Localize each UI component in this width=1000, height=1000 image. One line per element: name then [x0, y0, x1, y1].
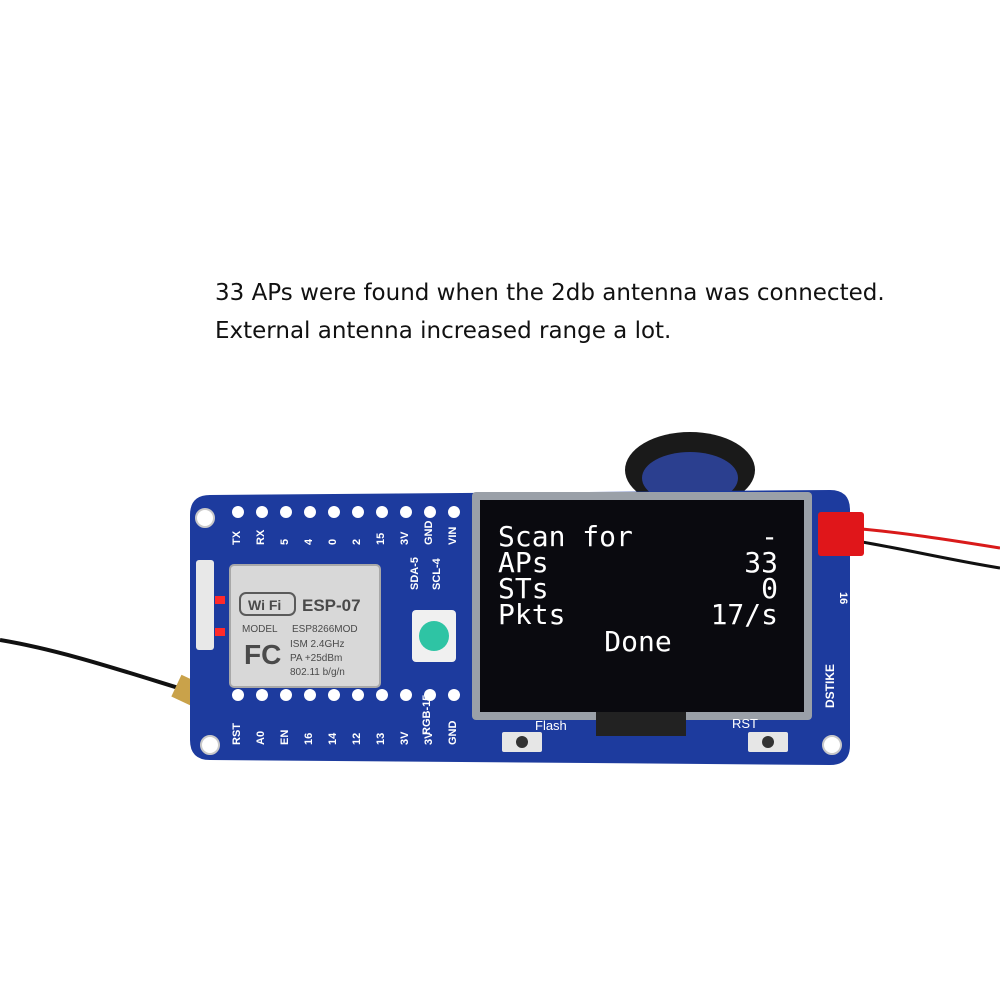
rst-label: RST	[732, 716, 758, 731]
pin-label: VIN	[447, 527, 459, 545]
bottom-pin-holes	[232, 689, 460, 701]
red-led	[215, 628, 225, 636]
pin-label: 12	[351, 733, 363, 745]
model-label: MODEL	[242, 624, 278, 635]
pin-label: 14	[327, 732, 339, 745]
pin16-label: 16	[837, 592, 849, 604]
top-pin-labels: TX RX 5 4 0 2 15 3V GND VIN	[231, 521, 459, 546]
wifi-logo-icon	[239, 592, 296, 616]
pin-label: EN	[279, 730, 291, 745]
pa-text: PA +25dBm	[290, 653, 342, 664]
pin-label: 4	[303, 538, 315, 545]
battery-connector	[818, 512, 864, 556]
pin-label: 13	[375, 733, 387, 745]
rst-button-cap	[762, 736, 774, 748]
module-name: ESP-07	[302, 596, 361, 615]
oled-row4-value: 17/s	[711, 598, 778, 631]
esp07-module	[229, 564, 381, 688]
pin-label: 0	[327, 539, 339, 545]
mount-hole	[195, 508, 215, 528]
pin-label: 3V	[423, 731, 435, 745]
rgb-led	[419, 621, 449, 651]
oled-row4-label: Pkts	[498, 598, 565, 631]
pin-label: GND	[423, 521, 435, 546]
oled-row1-value: -	[761, 520, 778, 553]
power-switch	[196, 560, 214, 650]
caption-line-2: External antenna increased range a lot.	[215, 318, 672, 344]
pin-label: 15	[375, 533, 387, 545]
top-pin-holes	[232, 506, 460, 518]
oled-row3-value: 0	[761, 572, 778, 605]
oled-ribbon	[596, 712, 686, 736]
battery-wire-red	[849, 526, 1000, 550]
oled-row1-label: Scan for	[498, 520, 633, 553]
pin-label: RST	[231, 723, 243, 745]
pin-label: A0	[255, 731, 267, 745]
oled-row2-value: 33	[744, 546, 778, 579]
oled-display	[480, 500, 804, 712]
bottom-pin-labels: RST A0 EN 16 14 12 13 3V 3V GND	[231, 721, 459, 746]
flash-label: Flash	[535, 718, 567, 733]
scl-label: SCL-4	[431, 557, 443, 590]
battery-wire-black	[849, 538, 1000, 570]
fcc-logo: FC	[244, 639, 281, 670]
antenna-cable	[0, 638, 186, 692]
oled-status: Done	[604, 625, 671, 658]
wifi-logo-text: Wi Fi	[248, 597, 281, 613]
rgb-label: RGB-15	[421, 695, 433, 735]
pin-label: 3V	[399, 531, 411, 545]
pin-label: GND	[447, 721, 459, 746]
brand-label: DSTIKE	[823, 664, 837, 708]
flash-button-cap	[516, 736, 528, 748]
caption-line-1: 33 APs were found when the 2db antenna w…	[215, 280, 885, 306]
model-value: ESP8266MOD	[292, 624, 358, 635]
pin-label: TX	[231, 530, 243, 545]
ism-text: ISM 2.4GHz	[290, 639, 344, 650]
pin-label: 2	[351, 539, 363, 545]
pin-label: RX	[255, 529, 267, 545]
pin-label: 5	[279, 539, 291, 545]
mount-hole	[822, 735, 842, 755]
pin-label: 16	[303, 733, 315, 745]
sda-label: SDA-5	[409, 557, 421, 590]
pin-label: 3V	[399, 731, 411, 745]
red-led	[215, 596, 225, 604]
mount-hole	[200, 735, 220, 755]
standard-text: 802.11 b/g/n	[290, 667, 345, 678]
oled-row3-label: STs	[498, 572, 549, 605]
oled-row2-label: APs	[498, 546, 549, 579]
